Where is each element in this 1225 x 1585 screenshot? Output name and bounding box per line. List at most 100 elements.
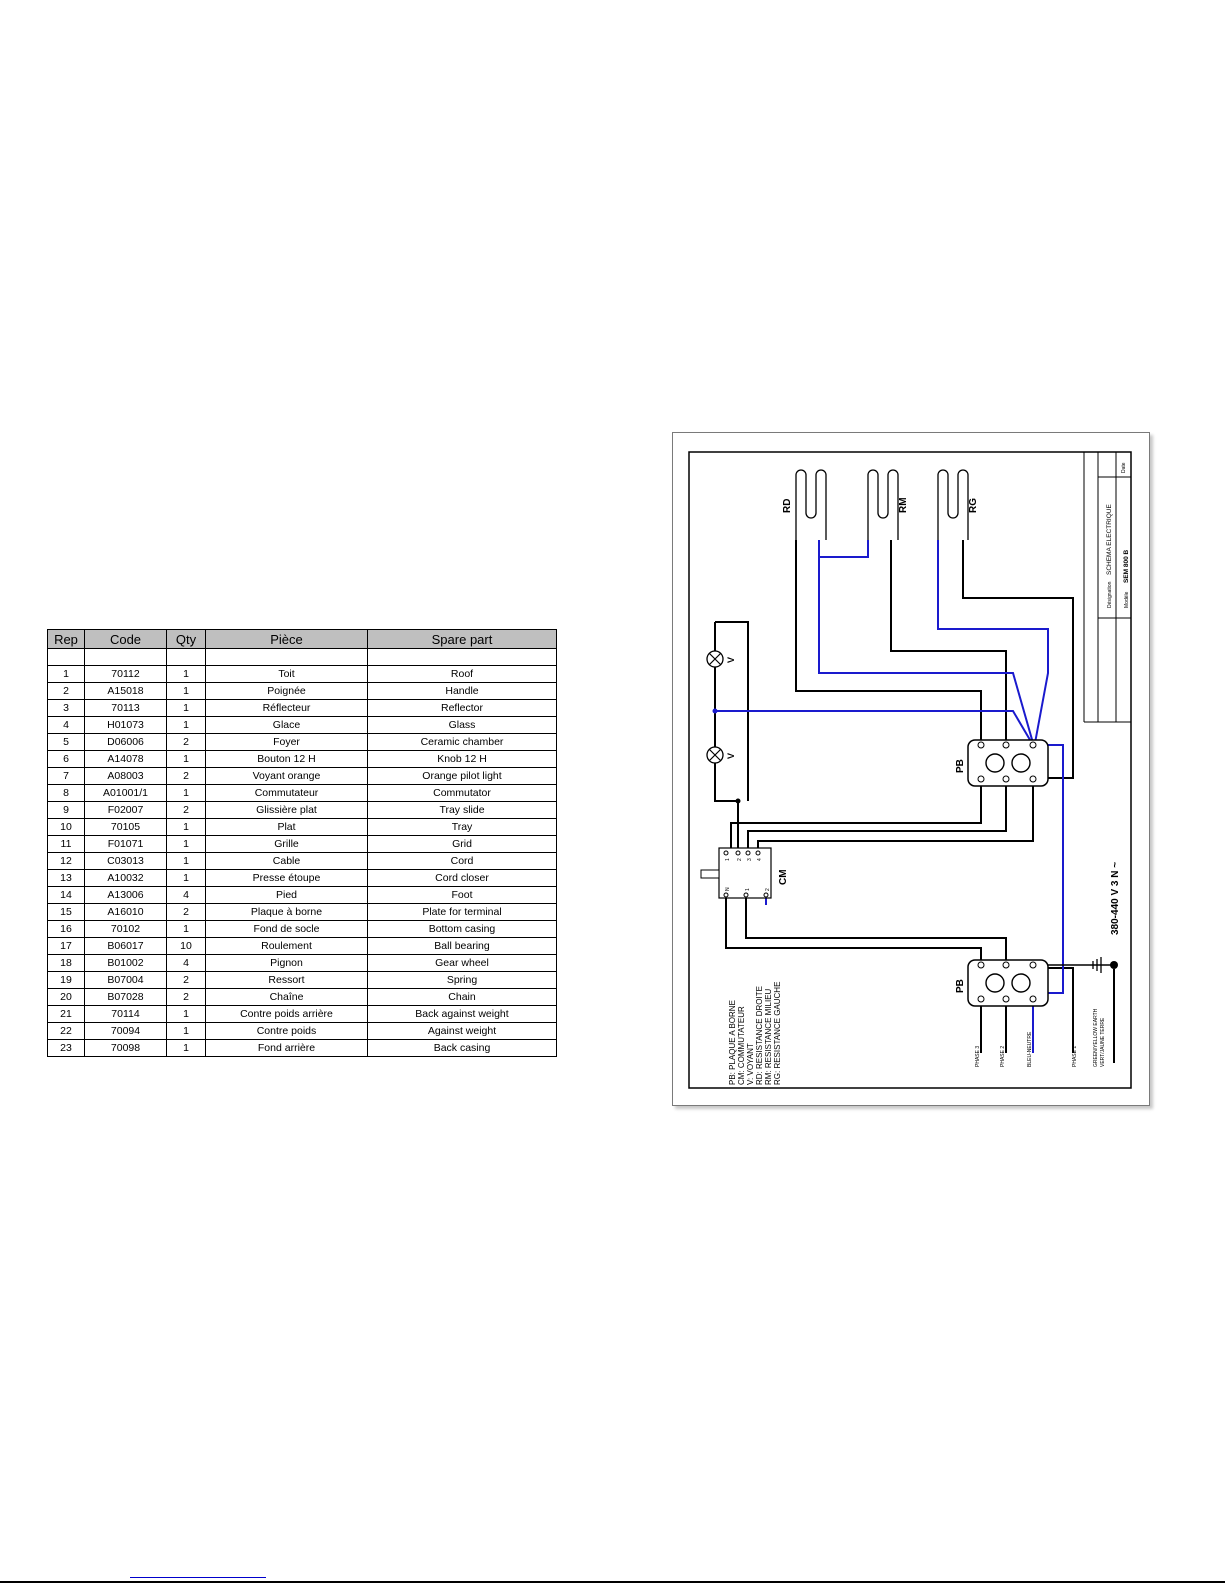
diagram-border (688, 451, 1132, 1089)
cell-qty: 1 (166, 699, 206, 717)
cell-rep: 2 (47, 682, 85, 700)
cell-qty: 2 (166, 903, 206, 921)
cell-rep: 8 (47, 784, 85, 802)
resistor-rd (795, 469, 827, 540)
cell-code: B06017 (84, 937, 167, 955)
cell-spare-part: Tray slide (367, 801, 557, 819)
cell-rep: 23 (47, 1039, 85, 1057)
cell-rep: 17 (47, 937, 85, 955)
cell-piece: Chaîne (205, 988, 368, 1006)
pilot-light-top-label: V (726, 657, 736, 663)
cell-code: 70105 (84, 818, 167, 836)
model-number: SEM 800 B (1123, 549, 1130, 583)
cell-piece: Grille (205, 835, 368, 853)
cell-piece: Réflecteur (205, 699, 368, 717)
cell-code: D06006 (84, 733, 167, 751)
cell-spare-part: Bottom casing (367, 920, 557, 938)
cell-code: F02007 (84, 801, 167, 819)
cell-rep: 21 (47, 1005, 85, 1023)
cell-piece: Ressort (205, 971, 368, 989)
terminal-block-lower-label: PB (955, 979, 966, 993)
terminal-block-upper-label: PB (955, 759, 966, 773)
cell-piece: Fond arrière (205, 1039, 368, 1057)
cell-code: 70114 (84, 1005, 167, 1023)
cell-spare-part: Ceramic chamber (367, 733, 557, 751)
cell-rep: 11 (47, 835, 85, 853)
cell-code: H01073 (84, 716, 167, 734)
cell-qty: 1 (166, 835, 206, 853)
col-header-piece: Pièce (205, 629, 368, 649)
black-wires (714, 540, 1074, 1053)
resistor-rm (867, 469, 899, 540)
cell-piece: Cable (205, 852, 368, 870)
cell-code: A01001/1 (84, 784, 167, 802)
footer-link-underline[interactable] (130, 1577, 266, 1578)
cell-rep: 3 (47, 699, 85, 717)
cell-spare-part: Tray (367, 818, 557, 836)
model-caption: Modèle (1124, 591, 1130, 608)
phase-3-label: PHASE 3 (975, 1046, 981, 1067)
cell-code: A08003 (84, 767, 167, 785)
cell-piece: Pignon (205, 954, 368, 972)
cell-qty: 1 (166, 1022, 206, 1040)
cell-spare-part: Spring (367, 971, 557, 989)
title-block: Désignation SCHEMA ELECTRIQUE Modèle SEM… (1083, 452, 1131, 723)
svg-text:N: N (725, 887, 731, 891)
resistor-rd-label: RD (782, 499, 793, 513)
table-header-row: Rep Code Qty Pièce Spare part (47, 629, 557, 649)
cell-code: 70094 (84, 1022, 167, 1040)
cell-spare-part: Roof (367, 665, 557, 683)
cell-rep: 1 (47, 665, 85, 683)
page-bottom-rule (0, 1581, 1225, 1583)
cell-qty: 1 (166, 920, 206, 938)
cell-spare-part: Handle (367, 682, 557, 700)
cell-piece: Fond de socle (205, 920, 368, 938)
resistor-rm-label: RM (898, 497, 909, 513)
svg-text:3: 3 (747, 858, 753, 861)
cell-rep: 6 (47, 750, 85, 768)
cell-rep: 5 (47, 733, 85, 751)
wiring-diagram-svg: Désignation SCHEMA ELECTRIQUE Modèle SEM… (688, 451, 1132, 1089)
cell-qty: 1 (166, 716, 206, 734)
cell-piece: Commutateur (205, 784, 368, 802)
cell-code: 70102 (84, 920, 167, 938)
cell-qty: 2 (166, 971, 206, 989)
cell-piece: Presse étoupe (205, 869, 368, 887)
terminal-block-upper (967, 739, 1049, 787)
neutral-label: BLEU-NEUTRE (1027, 1031, 1033, 1067)
heating-elements (795, 469, 969, 540)
cell-code: A10032 (84, 869, 167, 887)
cell-spare-part: Plate for terminal (367, 903, 557, 921)
col-header-rep: Rep (47, 629, 85, 649)
cell-rep: 20 (47, 988, 85, 1006)
cell-qty: 4 (166, 886, 206, 904)
cell-code: A15018 (84, 682, 167, 700)
cell-piece: Foyer (205, 733, 368, 751)
pilot-light-bottom-label: V (726, 753, 736, 759)
cell-spare-part: Against weight (367, 1022, 557, 1040)
svg-text:V: VOYANT: V: VOYANT (746, 1043, 755, 1085)
cell-qty: 2 (166, 767, 206, 785)
cell-code: 70098 (84, 1039, 167, 1057)
date-caption: Date (1121, 462, 1127, 473)
cell-qty: 1 (166, 750, 206, 768)
cell-rep: 18 (47, 954, 85, 972)
cell-code: 70113 (84, 699, 167, 717)
wiring-diagram: Désignation SCHEMA ELECTRIQUE Modèle SEM… (672, 432, 1150, 1106)
cell-spare-part: Knob 12 H (367, 750, 557, 768)
cell-spare-part: Gear wheel (367, 954, 557, 972)
col-header-qty: Qty (166, 629, 206, 649)
cell-qty: 10 (166, 937, 206, 955)
blue-neutral-wires (715, 540, 1064, 1053)
svg-text:4: 4 (757, 858, 763, 861)
cell-qty: 1 (166, 1039, 206, 1057)
resistor-rg (937, 469, 969, 540)
